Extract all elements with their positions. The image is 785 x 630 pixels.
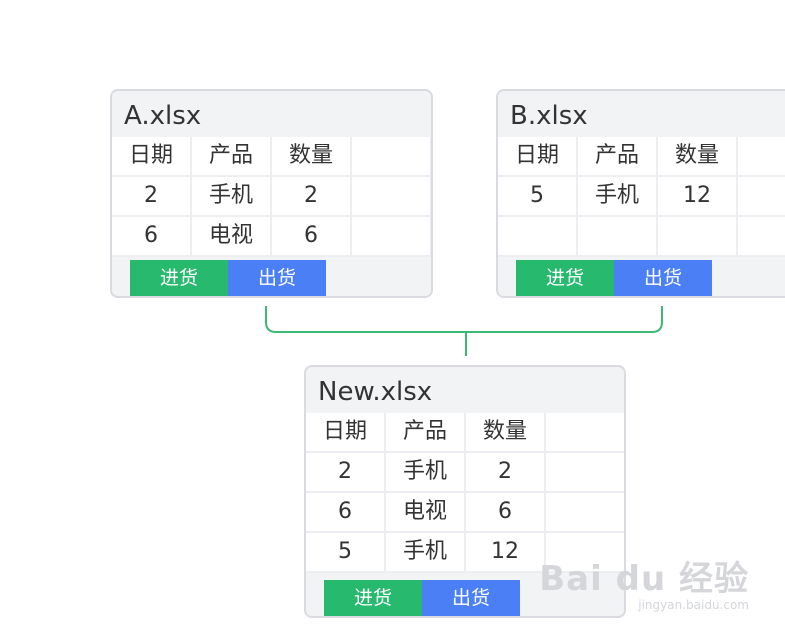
tab-outbound[interactable]: 出货	[228, 260, 326, 296]
date-cell[interactable]: 5	[306, 533, 386, 573]
empty-cell[interactable]	[578, 217, 658, 257]
quantity-cell[interactable]: 6	[466, 493, 546, 533]
header-row: 日期 产品 数量	[306, 413, 624, 453]
card-b-xlsx: B.xlsx 日期 产品 数量 5 手机 12 进货 出货	[496, 89, 785, 298]
table-row: 5 手机 12	[498, 177, 785, 217]
sheet-grid: 日期 产品 数量 5 手机 12	[498, 137, 785, 257]
sheet-tabs: 进货 出货	[130, 260, 326, 296]
tab-outbound[interactable]: 出货	[422, 580, 520, 616]
empty-cell[interactable]	[546, 533, 624, 573]
quantity-cell[interactable]: 2	[466, 453, 546, 493]
empty-cell[interactable]	[498, 217, 578, 257]
watermark-logo-text: Bai du 经验	[539, 559, 749, 599]
quantity-cell[interactable]: 12	[658, 177, 738, 217]
sheet-tabs: 进货 出货	[516, 260, 712, 296]
tab-inbound[interactable]: 进货	[324, 580, 422, 616]
empty-cell[interactable]	[546, 453, 624, 493]
empty-cell[interactable]	[658, 217, 738, 257]
card-title: New.xlsx	[318, 377, 433, 407]
tab-inbound[interactable]: 进货	[516, 260, 614, 296]
header-cell[interactable]: 产品	[578, 137, 658, 177]
empty-cell[interactable]	[352, 217, 431, 257]
table-row	[498, 217, 785, 257]
header-cell[interactable]: 产品	[192, 137, 272, 177]
empty-cell[interactable]	[546, 413, 624, 453]
empty-cell[interactable]	[546, 493, 624, 533]
tab-inbound[interactable]: 进货	[130, 260, 228, 296]
date-cell[interactable]: 2	[306, 453, 386, 493]
card-new-xlsx: New.xlsx 日期 产品 数量 2 手机 2 6 电视 6 5 手机 12 …	[304, 365, 626, 618]
header-cell[interactable]: 产品	[386, 413, 466, 453]
date-cell[interactable]: 6	[112, 217, 192, 257]
empty-cell[interactable]	[738, 137, 785, 177]
header-cell[interactable]: 数量	[466, 413, 546, 453]
product-cell[interactable]: 手机	[386, 453, 466, 493]
header-row: 日期 产品 数量	[498, 137, 785, 177]
sheet-grid: 日期 产品 数量 2 手机 2 6 电视 6 5 手机 12	[306, 413, 624, 573]
sheet-tabs: 进货 出货	[324, 580, 520, 616]
empty-cell[interactable]	[352, 177, 431, 217]
header-cell[interactable]: 日期	[498, 137, 578, 177]
merge-bracket-line	[265, 306, 663, 333]
empty-cell[interactable]	[352, 137, 431, 177]
table-row: 6 电视 6	[306, 493, 624, 533]
table-row: 5 手机 12	[306, 533, 624, 573]
product-cell[interactable]: 电视	[192, 217, 272, 257]
quantity-cell[interactable]: 2	[272, 177, 352, 217]
header-cell[interactable]: 日期	[306, 413, 386, 453]
product-cell[interactable]: 手机	[578, 177, 658, 217]
product-cell[interactable]: 手机	[192, 177, 272, 217]
header-cell[interactable]: 数量	[272, 137, 352, 177]
watermark-url: jingyan.baidu.com	[638, 598, 749, 612]
quantity-cell[interactable]: 6	[272, 217, 352, 257]
date-cell[interactable]: 2	[112, 177, 192, 217]
sheet-grid: 日期 产品 数量 2 手机 2 6 电视 6	[112, 137, 431, 257]
header-cell[interactable]: 数量	[658, 137, 738, 177]
quantity-cell[interactable]: 12	[466, 533, 546, 573]
table-row: 6 电视 6	[112, 217, 431, 257]
baidu-jingyan-watermark: Bai du 经验 jingyan.baidu.com	[539, 560, 749, 612]
empty-cell[interactable]	[738, 177, 785, 217]
card-a-xlsx: A.xlsx 日期 产品 数量 2 手机 2 6 电视 6 进货 出货	[110, 89, 433, 298]
header-row: 日期 产品 数量	[112, 137, 431, 177]
table-row: 2 手机 2	[306, 453, 624, 493]
date-cell[interactable]: 6	[306, 493, 386, 533]
empty-cell[interactable]	[738, 217, 785, 257]
date-cell[interactable]: 5	[498, 177, 578, 217]
product-cell[interactable]: 电视	[386, 493, 466, 533]
card-title: B.xlsx	[510, 101, 588, 131]
card-title: A.xlsx	[124, 101, 202, 131]
tab-outbound[interactable]: 出货	[614, 260, 712, 296]
product-cell[interactable]: 手机	[386, 533, 466, 573]
table-row: 2 手机 2	[112, 177, 431, 217]
header-cell[interactable]: 日期	[112, 137, 192, 177]
